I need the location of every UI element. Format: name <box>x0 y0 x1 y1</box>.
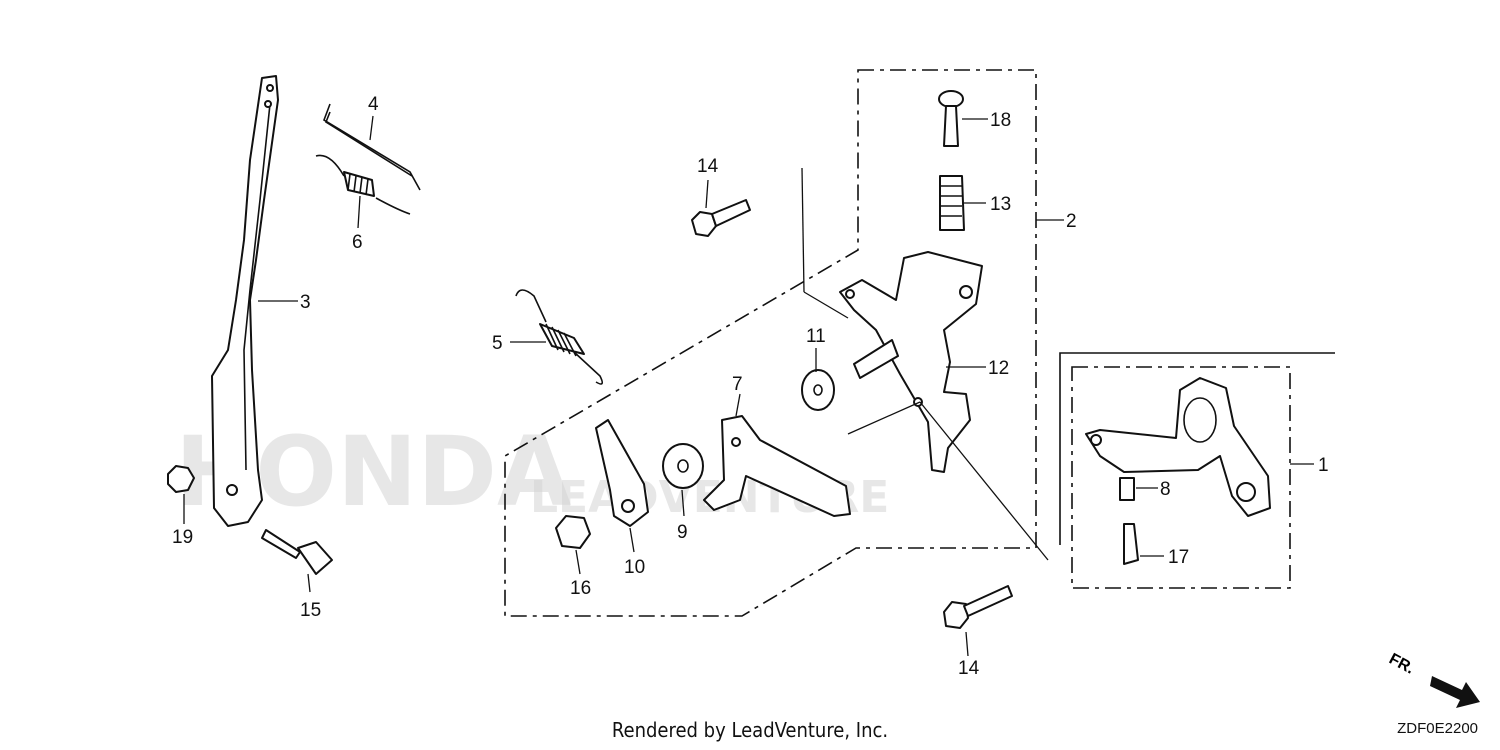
callout-8: 8 <box>1160 479 1171 500</box>
callout-2: 2 <box>1066 211 1077 232</box>
rod-4 <box>323 103 421 191</box>
callout-13: 13 <box>990 194 1011 215</box>
diagram-code: ZDF0E2200 <box>1397 720 1478 737</box>
screw-18 <box>938 90 964 147</box>
bolt-15 <box>261 529 333 575</box>
callout-3: 3 <box>300 292 311 313</box>
callout-11: 11 <box>806 326 826 347</box>
callout-14-lower: 14 <box>958 658 980 679</box>
nut-19 <box>167 465 195 493</box>
callout-6: 6 <box>352 232 363 253</box>
footer-credit: Rendered by LeadVenture, Inc. <box>611 718 889 742</box>
front-label: FR. <box>1386 651 1417 678</box>
callout-1: 1 <box>1318 455 1329 476</box>
bolt-14-upper <box>691 199 751 237</box>
bolt-14-lower <box>943 585 1013 629</box>
assembly-1-outline <box>1071 366 1291 589</box>
callout-14-upper: 14 <box>697 156 719 177</box>
link-10 <box>595 419 649 527</box>
callout-12: 12 <box>988 358 1009 379</box>
washer-11 <box>801 369 835 411</box>
callout-15: 15 <box>300 600 321 621</box>
nut-16 <box>555 515 591 549</box>
callout-4: 4 <box>368 94 379 115</box>
spring-13 <box>939 175 965 231</box>
callout-18: 18 <box>990 110 1011 131</box>
leader-lines <box>183 115 1314 657</box>
callout-5: 5 <box>492 333 503 354</box>
spring-5 <box>515 289 604 385</box>
callout-19: 19 <box>172 527 193 548</box>
front-direction-indicator: FR. <box>1386 651 1480 708</box>
callout-17: 17 <box>1168 547 1189 568</box>
callouts: 1 2 3 4 5 6 7 8 9 10 11 12 13 14 14 15 1… <box>172 94 1329 679</box>
callout-10: 10 <box>624 557 645 578</box>
callout-7: 7 <box>732 374 743 395</box>
washer-9 <box>662 443 704 489</box>
front-arrow-icon <box>1430 676 1480 708</box>
callout-16: 16 <box>570 578 591 599</box>
spring-6 <box>315 154 411 215</box>
callout-9: 9 <box>677 522 688 543</box>
screw-17 <box>1123 523 1139 565</box>
assembly-1-bracket <box>1059 352 1335 545</box>
assembly-2-outline <box>504 69 1037 617</box>
lever-arm-3 <box>211 75 279 527</box>
spring-8 <box>1119 477 1135 501</box>
bracket-1 <box>1085 377 1271 517</box>
pivot-block-7 <box>703 415 851 517</box>
